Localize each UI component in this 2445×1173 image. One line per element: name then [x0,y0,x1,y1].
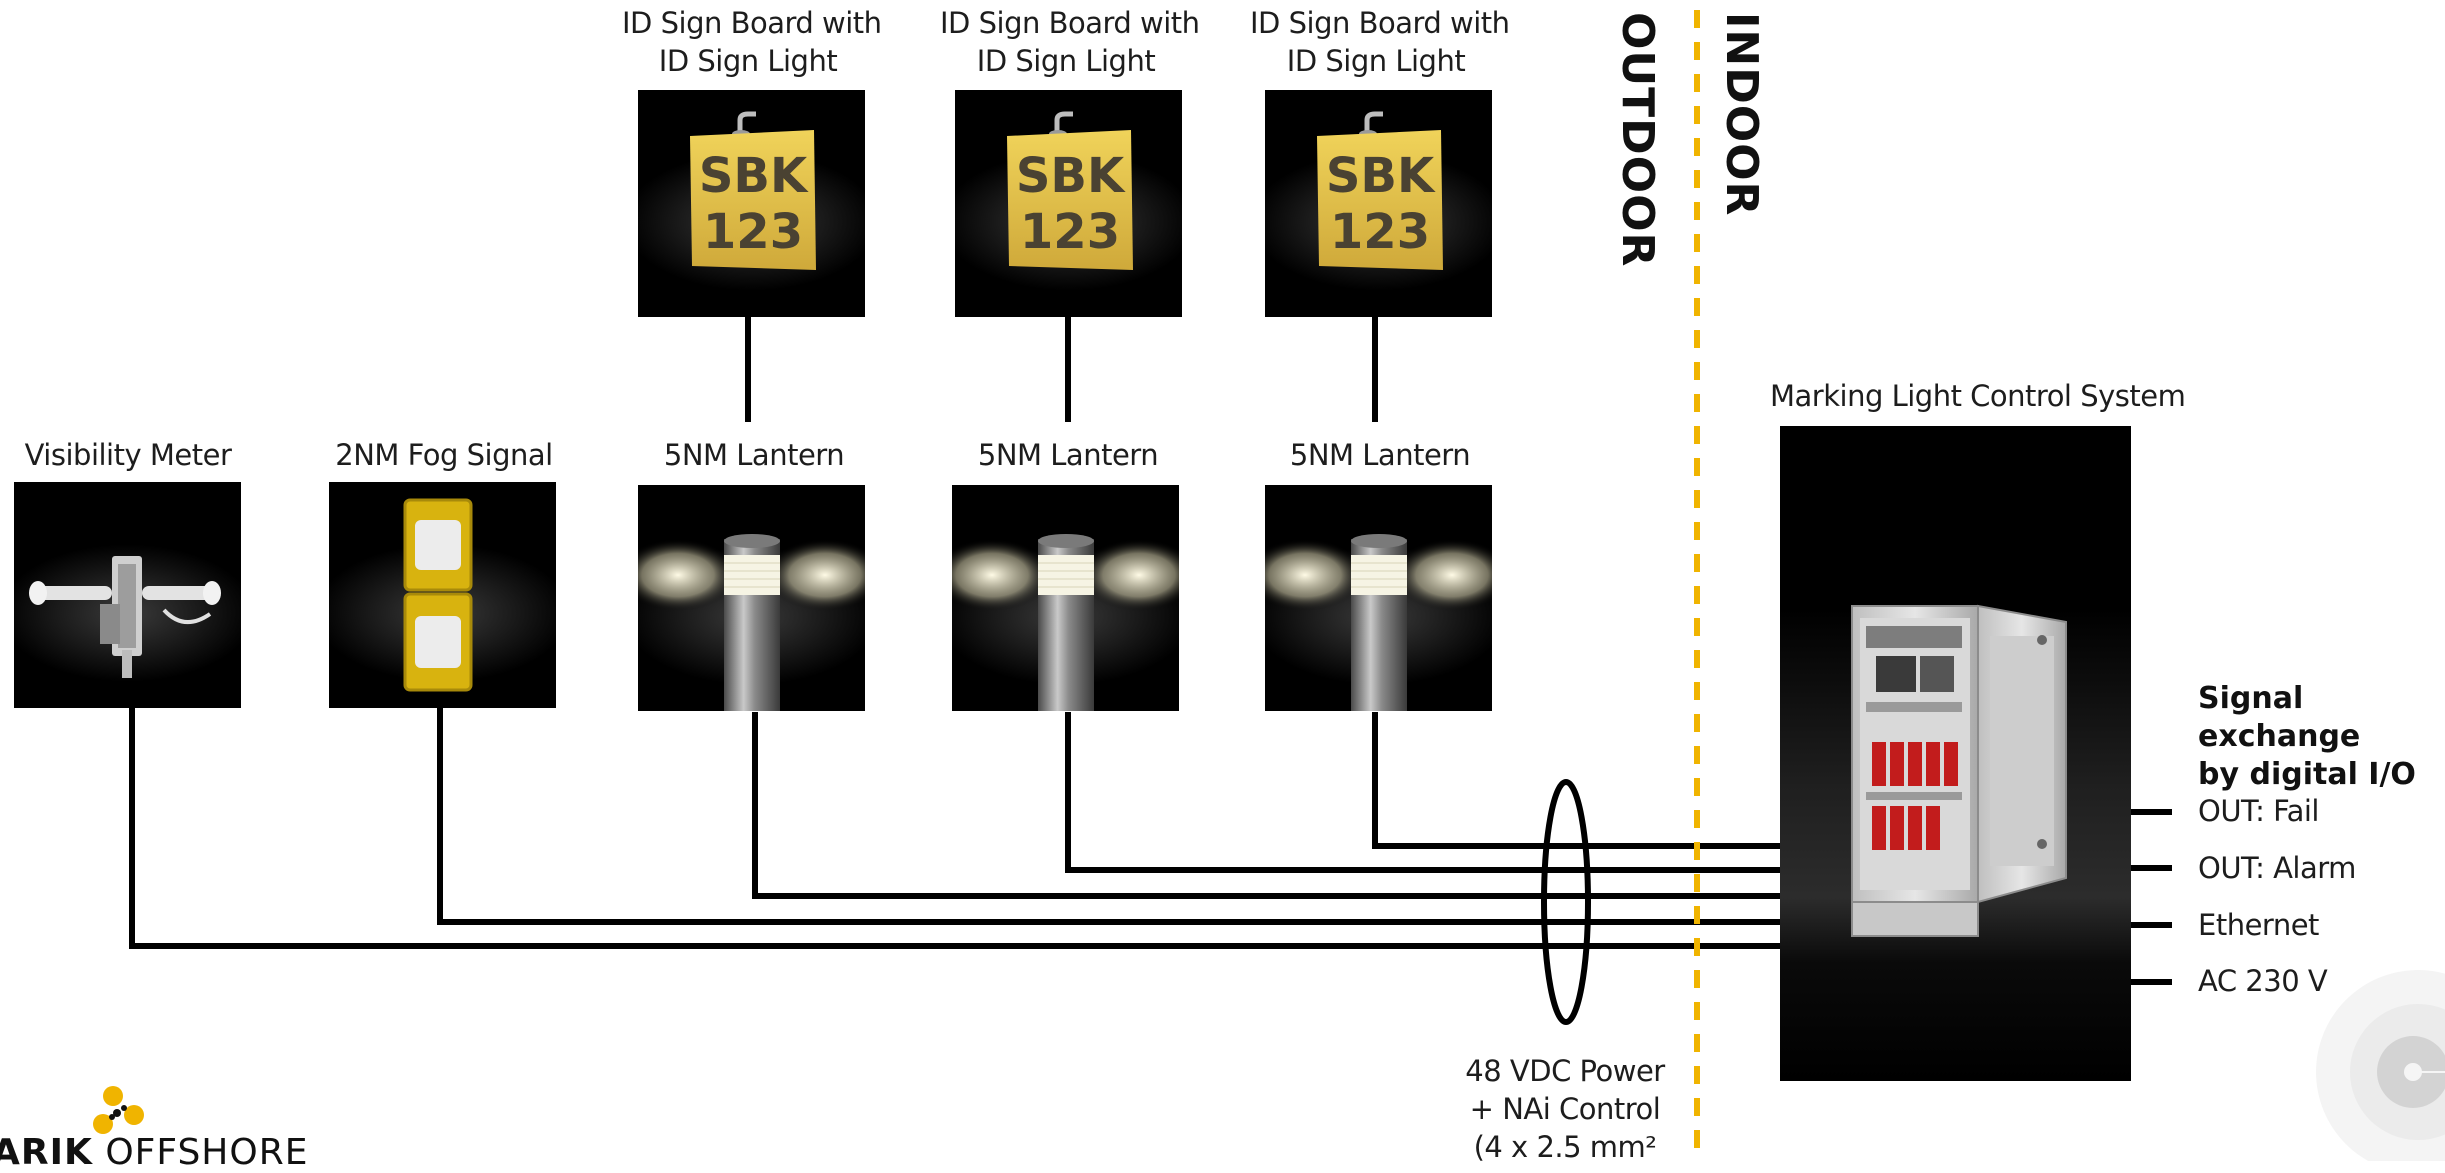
visibility-meter-icon [29,556,221,678]
sign-board-box: SBK 123 [1265,90,1492,317]
sign-board-box: SBK 123 [955,90,1182,317]
cable-bundle-ellipse [1541,779,1591,1025]
output-label-fail: OUT: Fail [2198,794,2319,828]
lantern-icon [952,534,1179,711]
device-label: Visibility Meter [24,438,232,472]
cable-line [437,708,1780,925]
lantern-box [952,485,1179,711]
output-label-alarm: OUT: Alarm [2198,851,2356,885]
id-sign-board-icon [1317,111,1443,270]
sign-text-bottom: 123 [702,204,804,260]
sign-text-bottom: 123 [1329,204,1431,260]
sign-text-top: SBK [1325,148,1435,204]
visibility-meter-box [14,482,241,708]
fog-signal-icon [403,498,473,692]
id-sign-board-icon [690,111,816,270]
lantern-box [638,485,865,711]
control-system-box [1780,426,2131,1081]
lantern-icon [638,534,865,711]
control-system-label: Marking Light Control System [1770,379,2186,413]
device-label: 5NM Lantern [663,438,845,472]
sign-text-bottom: 123 [1019,204,1121,260]
sign-text-top: SBK [698,148,808,204]
control-cabinet-icon [1851,604,2067,937]
sign-board-label: ID Sign Board with ID Sign Light [622,6,882,78]
device-label: 5NM Lantern [977,438,1159,472]
device-label: 2NM Fog Signal [335,438,553,472]
lantern-icon [1265,534,1492,711]
cable-note: 48 VDC Power + NAi Control (4 x 2.5 mm² [1465,1054,1665,1164]
decorative-circle-icon [2316,970,2445,1161]
fog-signal-box [329,482,556,708]
sign-board-label: ID Sign Board with ID Sign Light [940,6,1200,78]
sign-board-label: ID Sign Board with ID Sign Light [1250,6,1510,78]
id-sign-board-icon [1007,111,1133,270]
indoor-label: INDOOR [1716,12,1767,217]
sign-board-box: SBK 123 [638,90,865,317]
cable-line [1372,712,1780,849]
sign-text-top: SBK [1015,148,1125,204]
cable-line [752,712,1780,899]
logo-text: ARIK OFFSHORE [0,1132,309,1173]
lantern-box [1265,485,1492,711]
cable-line [129,708,1780,949]
output-label-ethernet: Ethernet [2198,908,2319,942]
device-label: 5NM Lantern [1289,438,1471,472]
outdoor-label: OUTDOOR [1612,12,1663,268]
logo-icon [93,1086,144,1134]
output-label-ac: AC 230 V [2198,964,2328,998]
signal-exchange-title: Signal exchange by digital I/O [2198,681,2416,792]
